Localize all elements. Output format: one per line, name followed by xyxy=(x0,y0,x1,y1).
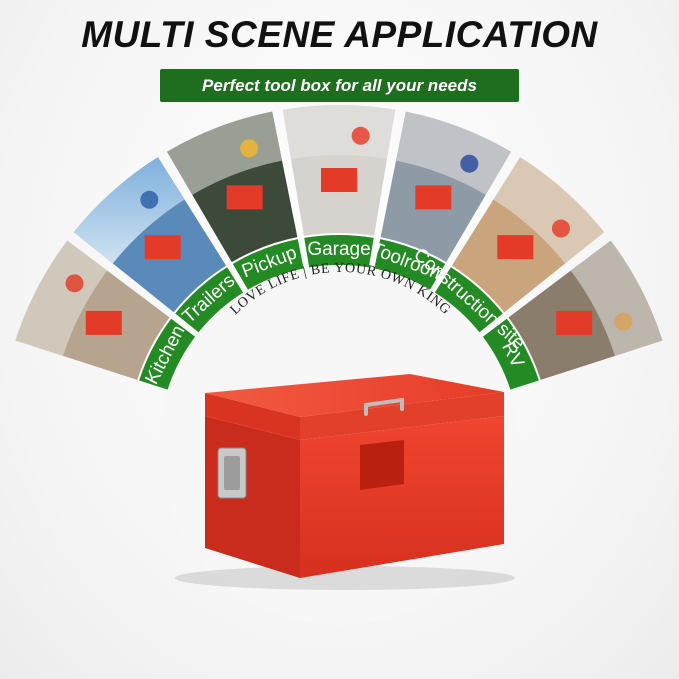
subtitle-banner: Perfect tool box for all your needs xyxy=(160,69,519,102)
scene-photo-background-rv xyxy=(570,240,663,356)
green-label-ring xyxy=(139,235,539,390)
scene-photo-background-garage xyxy=(282,105,396,160)
scene-object-kitchen xyxy=(65,274,84,293)
ring-segment-construction xyxy=(434,267,503,333)
scene-object-trailers xyxy=(140,190,159,209)
scene-photo-background-kitchen xyxy=(15,240,108,356)
scene-object-rv xyxy=(614,312,633,331)
ring-segment-pickup xyxy=(232,239,304,290)
scene-photo-background-construction xyxy=(493,157,605,264)
ring-segment-rv xyxy=(482,318,539,390)
scene-photo-background-pickup xyxy=(167,111,283,195)
scene-toolbox-kitchen xyxy=(85,310,122,335)
scene-photo-background-toolroom xyxy=(395,111,511,195)
scene-photo-wedges xyxy=(15,105,663,380)
scene-toolbox-toolroom xyxy=(415,185,452,210)
scene-toolbox-garage xyxy=(321,168,357,192)
headline-title: MULTI SCENE APPLICATION xyxy=(81,14,598,55)
scene-photo-background-trailers xyxy=(73,157,185,264)
scene-object-construction xyxy=(551,219,570,238)
ring-segment-kitchen xyxy=(139,318,196,390)
ring-segment-garage xyxy=(304,235,374,268)
scene-toolbox-pickup xyxy=(226,185,263,210)
scene-object-garage xyxy=(351,126,370,145)
ring-segment-trailers xyxy=(175,267,244,333)
scene-toolbox-construction xyxy=(497,235,534,260)
scene-toolbox-trailers xyxy=(144,235,181,260)
scene-object-pickup xyxy=(240,139,259,158)
scene-label-garage: Garage xyxy=(307,239,370,260)
ring-segment-toolroom xyxy=(374,239,446,290)
scene-object-toolroom xyxy=(460,154,479,173)
scene-toolbox-rv xyxy=(556,310,593,335)
toolbox-image xyxy=(175,374,515,590)
